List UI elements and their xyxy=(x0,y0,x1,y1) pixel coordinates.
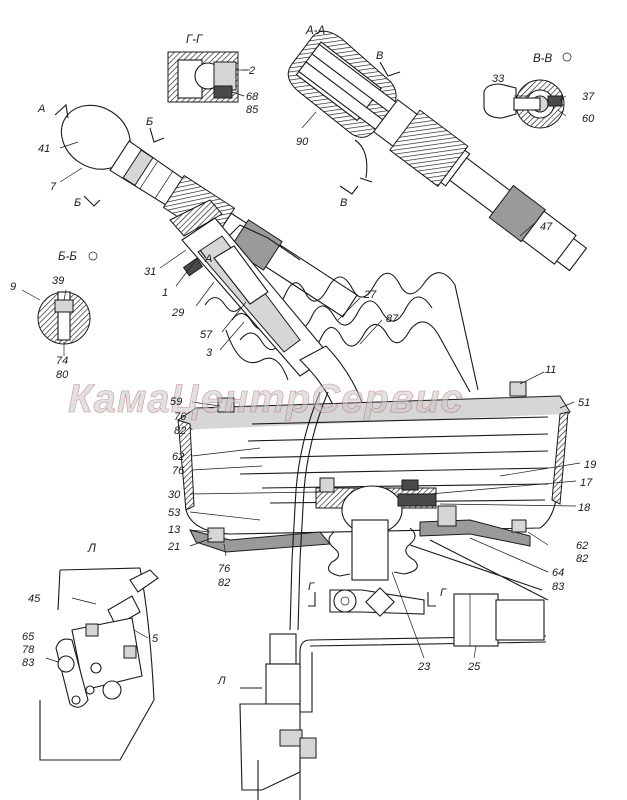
callout-51: 51 xyxy=(578,397,590,409)
marker-g-left: Г xyxy=(308,581,315,593)
callout-3: 3 xyxy=(206,347,213,359)
callout-76c: 76 xyxy=(218,563,231,575)
shift-mechanism-housing xyxy=(177,381,571,581)
marker-a-top: А xyxy=(37,103,45,115)
bolt-59 xyxy=(217,397,235,413)
callout-82c: 82 xyxy=(576,553,588,565)
section-a-a xyxy=(287,30,588,272)
callout-27: 27 xyxy=(363,289,377,301)
callout-76b: 76 xyxy=(172,465,185,477)
callout-65: 65 xyxy=(22,631,35,643)
callout-64: 64 xyxy=(552,567,564,579)
callout-33: 33 xyxy=(492,73,505,85)
callout-87: 87 xyxy=(386,313,399,325)
callout-25: 25 xyxy=(467,661,481,673)
marker-g-right: Г xyxy=(440,587,447,599)
bolt-11 xyxy=(509,381,527,397)
lever-upper-housing xyxy=(169,199,331,377)
callout-1: 1 xyxy=(162,287,168,299)
section-title-bb: Б-Б xyxy=(58,251,77,263)
callout-68: 68 xyxy=(246,91,259,103)
section-title-aa: А-А xyxy=(305,25,326,37)
callout-57: 57 xyxy=(200,329,213,341)
callout-62b: 62 xyxy=(576,540,588,552)
callout-23: 23 xyxy=(417,661,431,673)
marker-b-top: Б xyxy=(146,116,153,128)
section-title-gg: Г-Г xyxy=(186,34,203,46)
callout-59: 59 xyxy=(170,396,182,408)
section-title-vv: В-В xyxy=(533,53,553,65)
callout-9: 9 xyxy=(10,281,16,293)
bolt-21 xyxy=(207,527,225,543)
section-g-g xyxy=(167,51,248,103)
marker-a-mid: А xyxy=(204,253,212,265)
callout-13: 13 xyxy=(168,524,181,536)
lower-boot xyxy=(327,527,418,577)
callout-11: 11 xyxy=(545,364,556,376)
section-cut-markers xyxy=(54,61,436,689)
callout-30: 30 xyxy=(168,489,181,501)
callout-80: 80 xyxy=(56,369,69,381)
marker-l-arrow: Л xyxy=(217,675,226,687)
callout-82b: 82 xyxy=(218,577,230,589)
callout-78: 78 xyxy=(22,644,35,656)
callout-17: 17 xyxy=(580,477,593,489)
callout-29: 29 xyxy=(171,307,184,319)
callout-31: 31 xyxy=(144,266,156,278)
lower-linkage xyxy=(239,391,549,800)
callout-60: 60 xyxy=(582,113,595,125)
callout-62a: 62 xyxy=(172,451,184,463)
callout-47: 47 xyxy=(540,221,553,233)
callout-5: 5 xyxy=(152,633,159,645)
callout-82a: 82 xyxy=(174,425,186,437)
detail-l xyxy=(39,567,159,761)
callout-53: 53 xyxy=(168,507,181,519)
callout-83a: 83 xyxy=(552,581,565,593)
callout-85: 85 xyxy=(246,104,259,116)
section-v-v xyxy=(483,52,572,129)
bolt-62 xyxy=(511,519,527,533)
gear-lever xyxy=(60,104,479,506)
callout-2: 2 xyxy=(248,65,255,77)
section-title-l: Л xyxy=(87,543,96,555)
marker-v-bottom: В xyxy=(340,197,347,209)
callout-21: 21 xyxy=(167,541,180,553)
callout-19: 19 xyxy=(584,459,596,471)
callout-41: 41 xyxy=(38,143,50,155)
watermark-text: КамаЦентрСервис xyxy=(68,377,464,421)
leader-lines xyxy=(21,69,581,663)
section-b-b xyxy=(37,251,98,345)
callout-labels: 2 68 85 33 37 60 90 47 41 7 31 1 29 57 3… xyxy=(10,65,596,673)
callout-7: 7 xyxy=(50,181,57,193)
callout-74: 74 xyxy=(56,355,68,367)
callout-39: 39 xyxy=(52,275,64,287)
callout-83b: 83 xyxy=(22,657,35,669)
callout-45: 45 xyxy=(28,593,41,605)
marker-b-bottom: Б xyxy=(74,197,81,209)
callout-76a: 76 xyxy=(174,411,187,423)
callout-37: 37 xyxy=(582,91,595,103)
bolt-83 xyxy=(437,505,457,527)
callout-90: 90 xyxy=(296,136,309,148)
callout-18: 18 xyxy=(578,502,591,514)
marker-v-top: В xyxy=(376,50,383,62)
solenoid-25 xyxy=(453,593,499,647)
